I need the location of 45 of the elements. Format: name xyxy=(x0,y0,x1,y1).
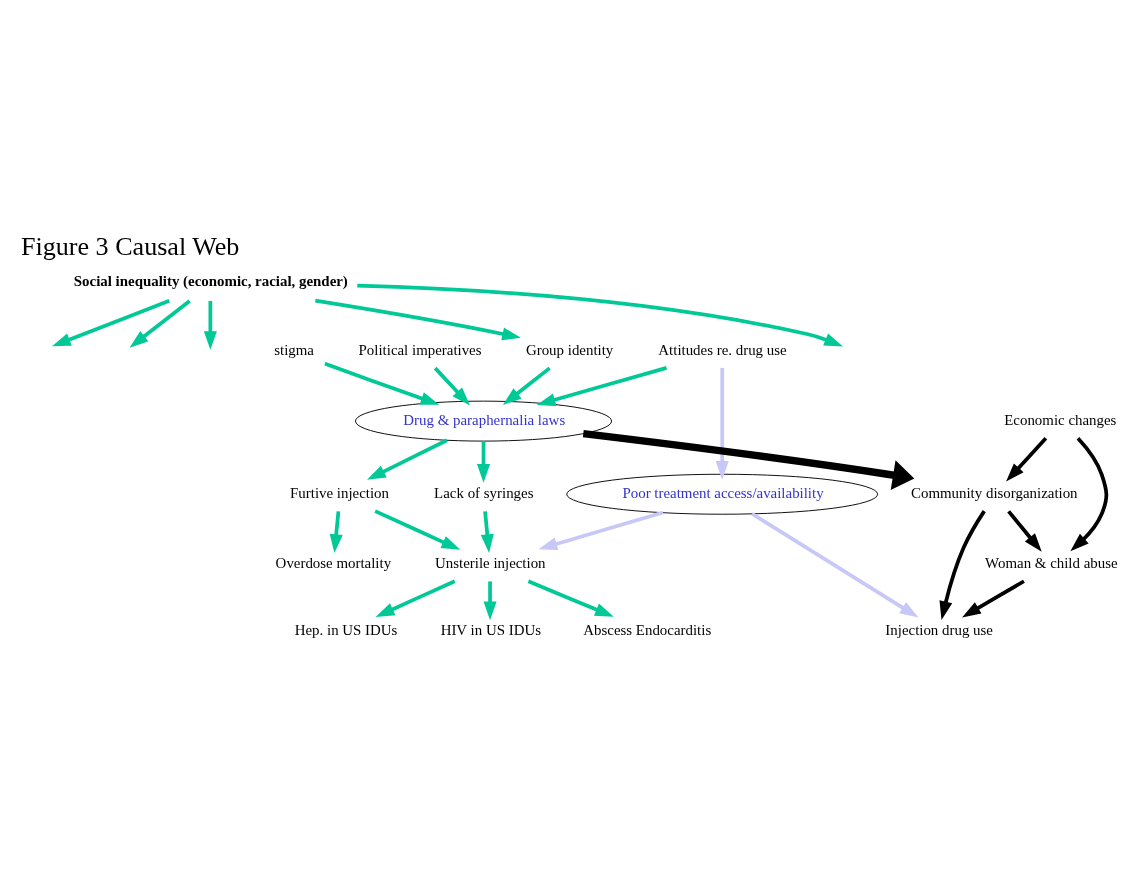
node-text: Social inequality (economic, racial, gender) xyxy=(73,272,348,289)
arrow xyxy=(433,366,470,406)
arrow xyxy=(374,508,461,550)
arrow xyxy=(324,361,440,405)
node-ellipse: Poor treatment access/availability xyxy=(566,473,879,515)
arrow xyxy=(939,509,986,620)
arrow xyxy=(477,440,491,483)
arrow xyxy=(536,365,668,406)
node-text: Attitudes re. drug use xyxy=(658,341,787,358)
arrow xyxy=(315,298,521,340)
arrow xyxy=(538,510,664,550)
node-ellipse: Drug & paraphernalia laws xyxy=(355,400,613,442)
node-text: Furtive injection xyxy=(290,484,390,501)
node-text: Economic changes xyxy=(1004,411,1117,428)
node-text: Abscess Endocarditis xyxy=(583,621,712,638)
arrow xyxy=(1006,436,1048,482)
arrow xyxy=(715,367,729,480)
node-text: stigma xyxy=(274,341,314,358)
arrow xyxy=(1070,436,1109,551)
node-text: Overdose mortality xyxy=(275,554,392,571)
arrow xyxy=(129,298,191,348)
arrow xyxy=(357,283,843,347)
node-text: Community disorganization xyxy=(911,484,1078,501)
arrow xyxy=(375,579,456,617)
arrow xyxy=(483,580,497,620)
arrow xyxy=(329,510,343,553)
node-text: Woman & child abuse xyxy=(985,554,1118,571)
arrow xyxy=(502,366,551,405)
node-text: Political imperatives xyxy=(358,341,482,358)
arrow xyxy=(52,298,170,346)
arrow xyxy=(1007,509,1042,552)
node-text: Group identity xyxy=(525,341,614,358)
arrow xyxy=(480,510,494,553)
node-text: HIV in US IDUs xyxy=(440,621,541,638)
arrow xyxy=(527,579,614,617)
diagram-title: Figure 3 Causal Web xyxy=(20,231,240,261)
arrow xyxy=(203,300,217,350)
arrow xyxy=(582,429,915,490)
node-text: Unsterile injection xyxy=(435,554,546,571)
node-text: Lack of syringes xyxy=(434,484,534,501)
node-text: Hep. in US IDUs xyxy=(294,621,398,638)
arrow xyxy=(962,579,1025,617)
arrow xyxy=(750,511,919,618)
node-text: Injection drug use xyxy=(885,621,993,638)
arrow xyxy=(367,438,448,480)
